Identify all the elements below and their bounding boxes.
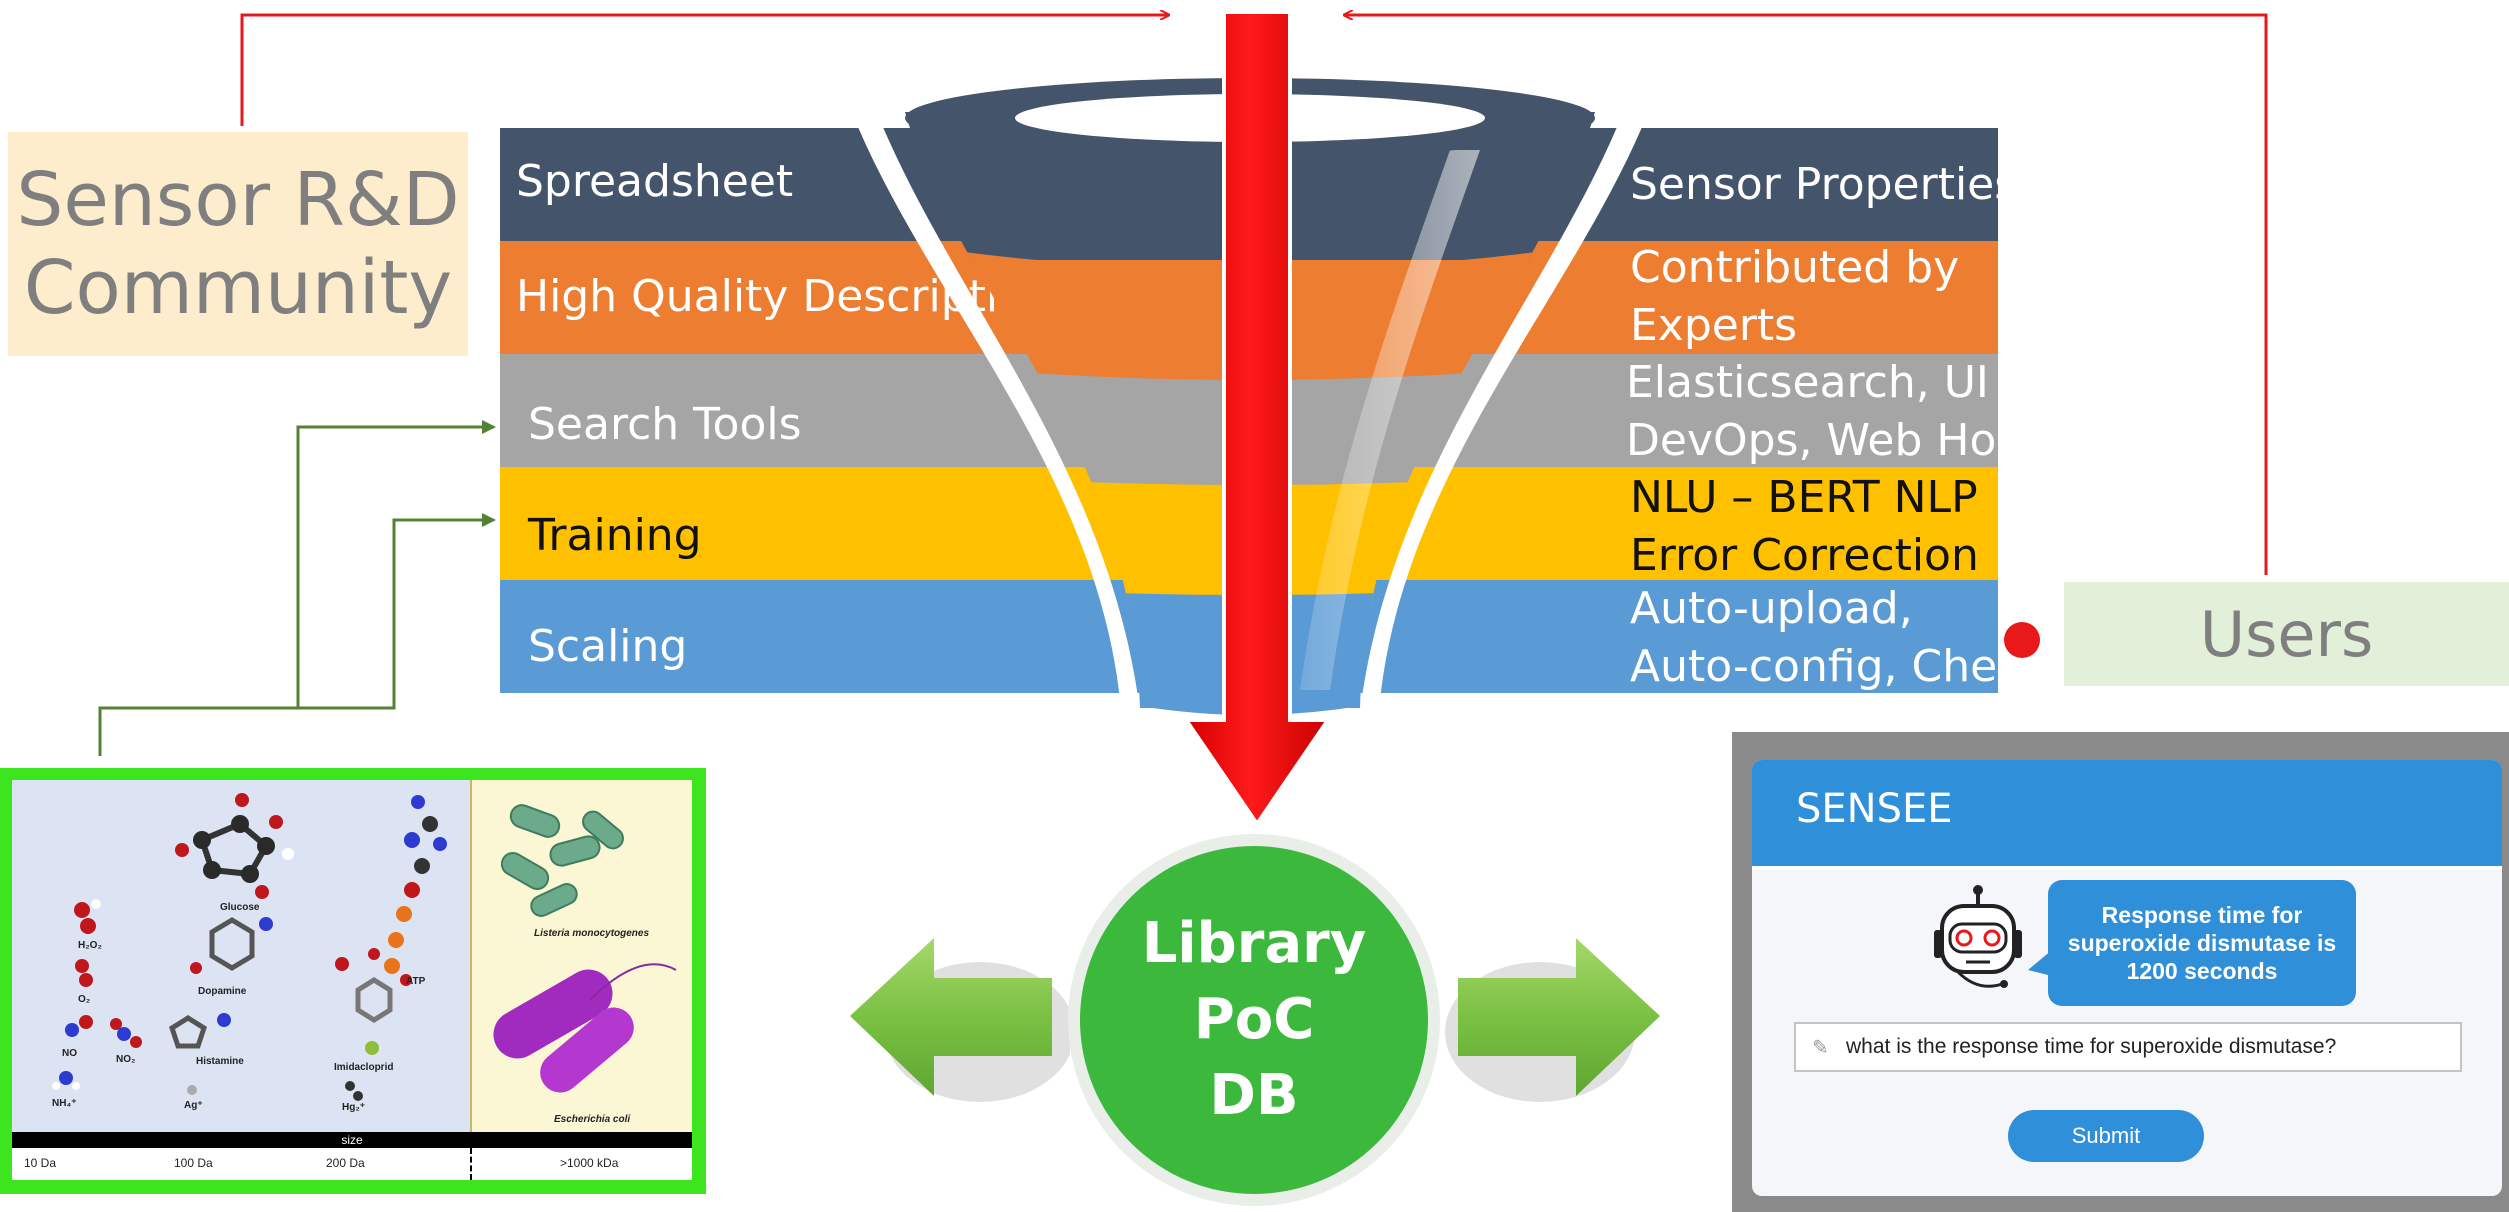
db-label-line-1: Library (1141, 911, 1367, 976)
row-right-label: Contributed by (1630, 242, 1960, 293)
nh4-ion (52, 1071, 80, 1090)
sensee-title: SENSEE (1796, 786, 1953, 832)
red-down-arrow (1182, 10, 1330, 828)
community-line-2: Community (23, 245, 453, 331)
question-input[interactable]: ✎ what is the response time for superoxi… (1794, 1022, 2462, 1072)
pencil-icon: ✎ (1812, 1037, 1829, 1059)
sensee-chat-window: SENSEE Response time for superoxide dism… (1752, 760, 2502, 1196)
h2o2-molecule (74, 899, 101, 934)
organism-label: Escherichia coli (554, 1114, 631, 1125)
sensee-header: SENSEE (1752, 760, 2502, 870)
green-right-arrow (1445, 938, 1660, 1102)
question-text: what is the response time for superoxide… (1846, 1035, 2337, 1058)
bacteria-drawings (493, 804, 677, 1093)
funnel-left-cutout (855, 120, 1140, 712)
row-left-label: Spreadsheet (516, 156, 794, 207)
scale-label: 10 Da (24, 1156, 57, 1170)
submit-button[interactable]: Submit (2008, 1110, 2204, 1162)
molecule-label: Glucose (220, 902, 260, 913)
histamine-molecule (169, 1013, 231, 1049)
dopamine-molecule (190, 917, 273, 974)
row-right-label: NLU – BERT NLP (1630, 472, 1978, 523)
row-right-label: Experts (1630, 300, 1798, 351)
ag-ion (187, 1085, 197, 1095)
users-to-db-connector (1345, 15, 2268, 575)
green-left-arrow (850, 938, 1070, 1102)
size-bar: size (12, 1132, 692, 1148)
scale-divider (470, 1148, 472, 1180)
science-to-training-connector (298, 513, 496, 710)
row-left-label: Scaling (528, 621, 688, 672)
scale-strip: 10 Da 100 Da 200 Da >1000 kDa (12, 1148, 692, 1180)
no-molecule (65, 1015, 93, 1037)
molecule-label: Histamine (196, 1056, 244, 1067)
row-right-label: Auto-upload, (1630, 583, 1913, 634)
size-label: size (341, 1133, 363, 1147)
scale-label: 200 Da (326, 1156, 365, 1170)
molecule-label: ATP (406, 976, 426, 987)
organism-label: Listeria monocytogenes (534, 928, 650, 939)
users-connector-dot (2004, 622, 2040, 658)
listeria-cluster (500, 804, 624, 917)
scale-label: >1000 kDa (560, 1156, 619, 1170)
scale-label: 100 Da (174, 1156, 213, 1170)
chatbot-answer: Response time for superoxide dismutase i… (2048, 880, 2356, 1006)
ecoli-cells (493, 963, 677, 1093)
sensor-community-box: Sensor R&D Community (8, 132, 468, 356)
row-right-label: Error Correction (1630, 530, 1979, 581)
hg2-ion (345, 1081, 363, 1101)
library-db-core: Library PoC DB (1080, 846, 1428, 1194)
row-right-label: Elasticsearch, UI (1626, 357, 1989, 408)
molecule-drawings (52, 793, 447, 1101)
community-to-db-connector (240, 15, 1168, 126)
community-line-1: Sensor R&D (16, 157, 460, 243)
molecule-label: NO (62, 1048, 77, 1059)
molecule-label: Imidacloprid (334, 1062, 394, 1073)
row-left-label: Training (528, 510, 702, 561)
molecule-label: Ag⁺ (184, 1100, 203, 1111)
molecule-label: NH₄⁺ (52, 1098, 77, 1109)
row-right-label: Sensor Properties (1630, 159, 2018, 210)
imidacloprid-molecule (335, 957, 393, 1055)
molecule-label: Hg₂⁺ (342, 1102, 366, 1113)
molecule-label: NO₂ (116, 1054, 136, 1065)
atp-molecule (368, 795, 447, 986)
science-inner: Glucose ATP H₂O₂ O₂ Dopamine NO NO₂ Hist… (12, 780, 692, 1180)
robot-icon (1934, 885, 2022, 988)
molecule-label: O₂ (78, 994, 91, 1005)
molecule-label: H₂O₂ (78, 940, 102, 951)
users-box: Users (2064, 582, 2509, 686)
no2-molecule (110, 1018, 142, 1048)
science-panel: Glucose ATP H₂O₂ O₂ Dopamine NO NO₂ Hist… (0, 768, 706, 1194)
row-left-label: Search Tools (528, 399, 802, 450)
bubble-tail (2028, 950, 2052, 976)
glucose-molecule (175, 793, 294, 899)
db-label-line-3: DB (1209, 1063, 1299, 1128)
users-label: Users (2199, 597, 2374, 671)
molecule-label: Dopamine (198, 986, 247, 997)
db-label-line-2: PoC (1193, 987, 1315, 1052)
row-right-label: Auto-config, Check (1630, 641, 2047, 692)
funnel-right-cutout (1360, 120, 1645, 712)
row-right-label: DevOps, Web Host (1626, 415, 2037, 466)
o2-molecule (75, 959, 93, 987)
